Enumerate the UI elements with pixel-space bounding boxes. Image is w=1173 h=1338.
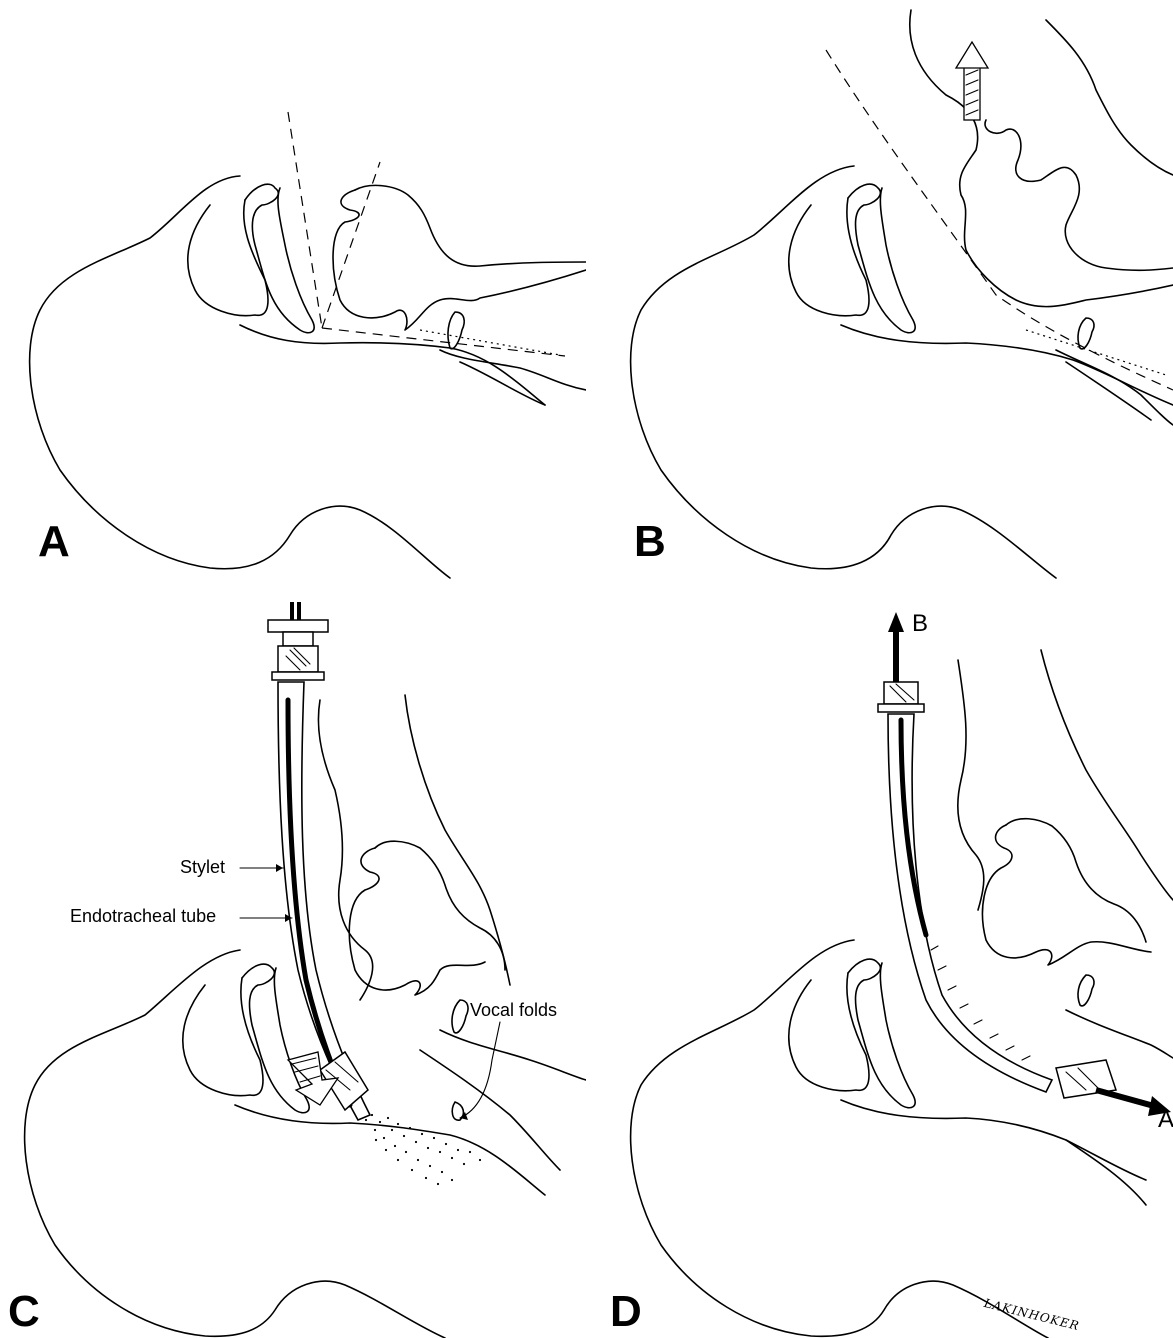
palate-b [848, 184, 915, 333]
arrow-label-b: B [912, 612, 928, 636]
larynx-b [1056, 350, 1173, 425]
pharynx-d [982, 825, 1151, 965]
head-outline-a [30, 176, 450, 578]
panel-d-drawing [586, 590, 1173, 1338]
airway-floor-b [841, 325, 1173, 405]
nasopharynx-d [1006, 819, 1146, 942]
axis-line-b [826, 50, 1173, 390]
arrow-label-a: A [1158, 1108, 1173, 1132]
larynx-c [440, 1030, 586, 1080]
upper-airway-d [958, 660, 984, 910]
trachea-b [1066, 362, 1151, 420]
pharynx-a [333, 190, 586, 330]
panel-letter-a: A [38, 520, 70, 564]
stylet-leader-arrowhead-c [276, 864, 283, 872]
airway-floor-d [841, 1100, 1146, 1180]
palate-d [848, 959, 915, 1108]
nasopharynx-c [375, 841, 505, 970]
panel-letter-d: D [610, 1290, 642, 1334]
head-outline-d [631, 940, 1048, 1338]
vocal-folds-leader-c [460, 1022, 500, 1118]
tube-connector-c [268, 602, 328, 680]
panel-b-drawing [586, 0, 1173, 590]
head-outline-b [631, 166, 1056, 578]
panel-letter-c: C [8, 1290, 40, 1334]
panel-a-drawing [0, 0, 586, 590]
panel-b: B [586, 0, 1173, 590]
larynx-d [1066, 1010, 1173, 1058]
axis-line-oral-a [288, 112, 322, 328]
epiglottis-c [452, 1000, 468, 1033]
nasal-c [405, 695, 510, 985]
panel-c-drawing [0, 590, 586, 1338]
epiglottis-b [1078, 318, 1094, 349]
tube-connector-d [878, 682, 924, 712]
withdraw-arrow-b-d [888, 612, 904, 682]
panel-a: A [0, 0, 586, 590]
pharynx-c [349, 848, 485, 995]
lift-arrow-b [956, 42, 988, 120]
endotracheal-tube-d [888, 714, 1052, 1092]
spray-stipple-c [365, 1114, 481, 1185]
trachea-a [460, 362, 545, 405]
panel-d: B A LAKINHOKER D [586, 590, 1173, 1338]
axis-line-laryngeal-a [322, 162, 380, 328]
endotracheal-tube-label: Endotracheal tube [70, 907, 216, 925]
nasal-d [1041, 650, 1173, 900]
nasopharynx-a [355, 185, 586, 266]
airway-floor-c [235, 1105, 545, 1195]
panel-c: Stylet Endotracheal tube Vocal folds C [0, 590, 586, 1338]
tongue-a [188, 200, 268, 316]
epiglottis-d [1078, 975, 1094, 1006]
endotracheal-tube-c [278, 682, 370, 1120]
pharynx-b [985, 120, 1173, 270]
vocal-folds-label: Vocal folds [470, 1001, 557, 1019]
nasal-b [1046, 20, 1173, 175]
panel-letter-b: B [634, 520, 666, 564]
stylet-label: Stylet [180, 858, 225, 876]
upper-airway-c [318, 700, 372, 1000]
upper-airway-b [910, 10, 1173, 307]
head-outline-c [25, 950, 445, 1338]
epiglottis-a [448, 312, 464, 349]
trachea-d [1066, 1140, 1146, 1205]
